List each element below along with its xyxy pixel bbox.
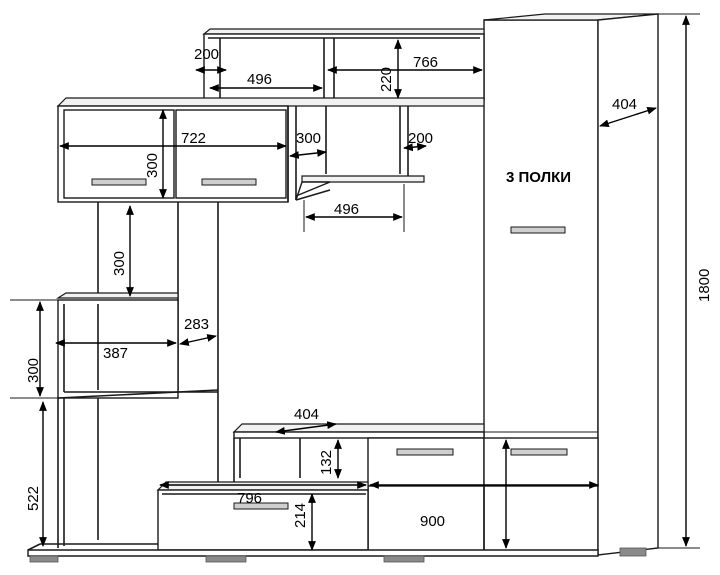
dim-base-width: 900 [420, 513, 445, 530]
dim-top-box-height: 220 [378, 67, 395, 92]
drawer-handle-2 [510, 448, 568, 456]
dim-bottom-height: 522 [25, 486, 42, 511]
wardrobe-handle [510, 226, 566, 234]
dim-small-depth: 200 [408, 130, 433, 147]
dim-top-box-width: 766 [413, 54, 438, 71]
upper-left-handle [91, 178, 147, 186]
upper-right-handle [201, 178, 257, 186]
dim-side-shelf-width: 387 [103, 345, 128, 362]
shelves-note: 3 ПОЛКИ [506, 169, 571, 186]
dimension-labels: 200 496 766 220 404 1800 722 300 300 200… [25, 46, 713, 530]
dim-side-shelf-height: 300 [25, 358, 42, 383]
dim-hanging-shelf-width: 496 [334, 201, 359, 218]
dim-low-shelf-width: 796 [237, 490, 262, 507]
dim-top-shelf-width: 496 [247, 71, 272, 88]
dim-tv-shelf-depth: 404 [294, 406, 319, 423]
base [27, 543, 599, 563]
low-drawer-handle [233, 502, 289, 510]
dimension-lines [10, 13, 700, 551]
top-shelf-box [202, 28, 485, 101]
dim-tv-niche-height: 132 [318, 450, 335, 475]
wardrobe [483, 13, 659, 557]
dim-side-depth: 283 [184, 316, 209, 333]
dim-upper-cabinet-width: 722 [181, 130, 206, 147]
drawer-handle-1 [396, 448, 454, 456]
upper-cabinet [56, 97, 485, 203]
dim-shelf-gap: 300 [296, 130, 321, 147]
dim-column-gap: 300 [111, 251, 128, 276]
dim-total-height: 1800 [696, 269, 713, 302]
dim-upper-cabinet-height: 300 [144, 153, 161, 178]
dim-low-shelf-height: 214 [292, 503, 309, 528]
dim-wardrobe-depth: 404 [612, 96, 637, 113]
dim-top-left-gap: 200 [194, 46, 219, 63]
